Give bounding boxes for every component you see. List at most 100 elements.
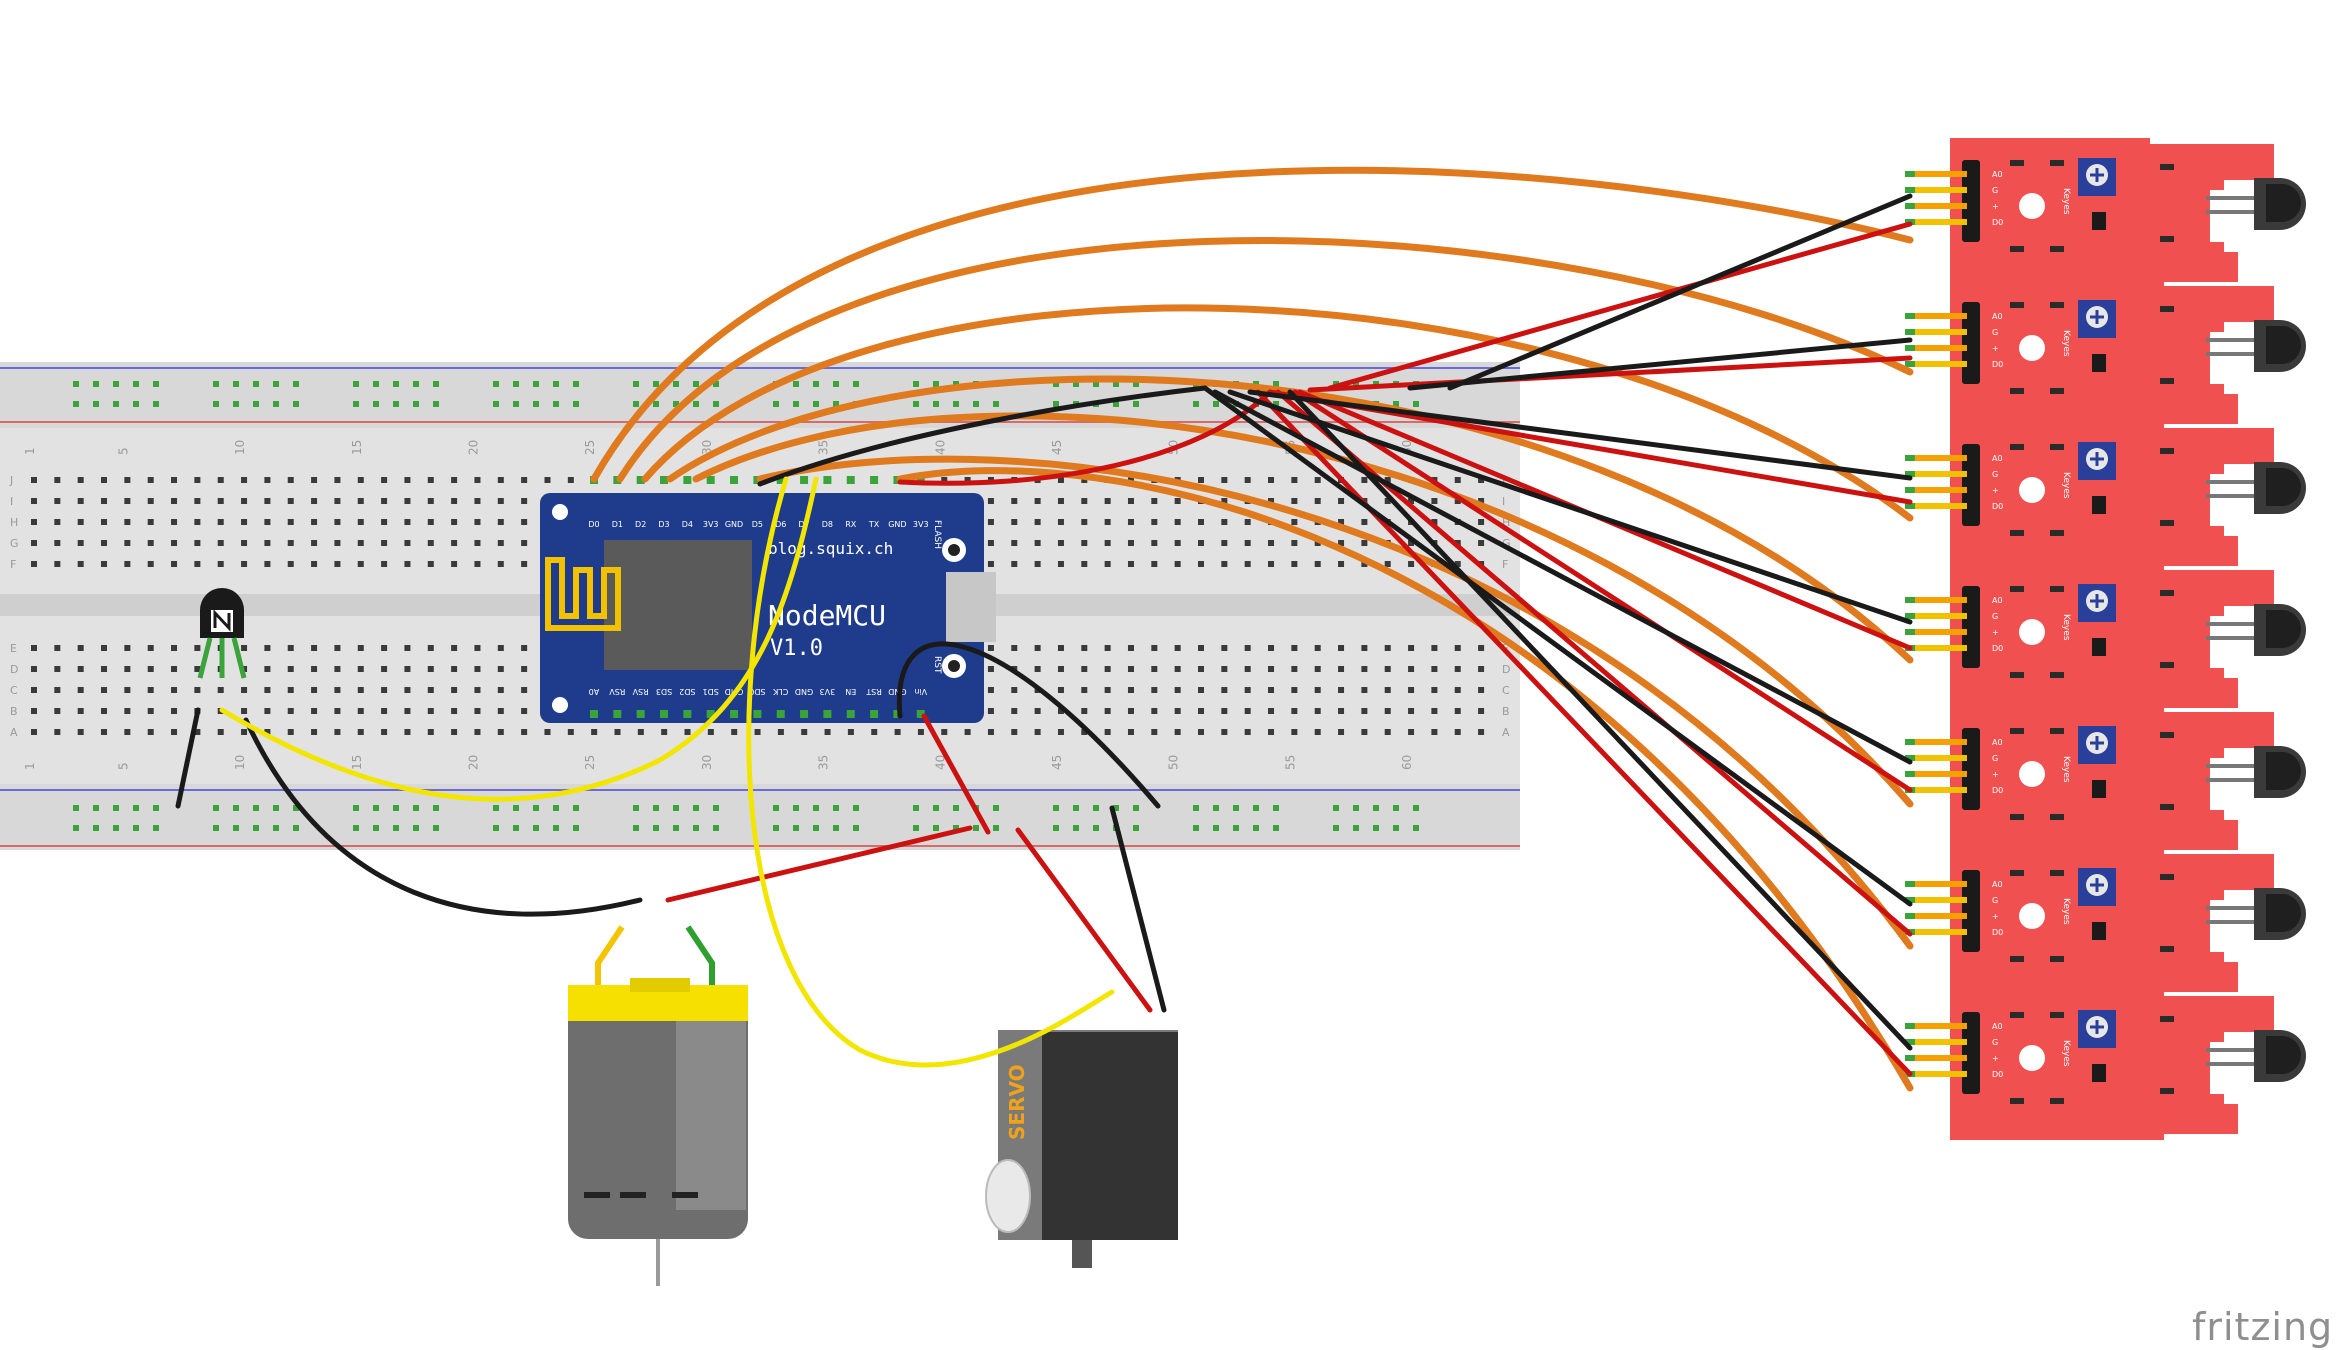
rail-hole [573, 825, 579, 831]
rail-hole [713, 381, 719, 387]
rail-hole [233, 381, 239, 387]
rail-hole [1053, 401, 1059, 407]
breadboard-hole [1011, 645, 1018, 651]
breadboard-hole [1244, 687, 1251, 693]
breadboard-hole [801, 729, 808, 735]
rail-hole [933, 381, 939, 387]
breadboard-hole [334, 561, 341, 567]
breadboard-hole [1431, 666, 1438, 672]
sensor-pin-label: D0 [1992, 1070, 2003, 1079]
breadboard-hole [31, 645, 37, 651]
breadboard-hole [287, 687, 294, 693]
breadboard-hole [1221, 645, 1228, 651]
breadboard-hole [1127, 645, 1134, 651]
rail-hole [1373, 805, 1379, 811]
breadboard-hole [77, 498, 84, 504]
breadboard-hole [1221, 519, 1228, 525]
sensor-pin-label: G [1992, 612, 1998, 621]
rail-hole [1393, 825, 1399, 831]
breadboard-hole [77, 477, 84, 483]
rail-hole [413, 401, 419, 407]
breadboard-hole [77, 519, 84, 525]
breadboard-hole [1431, 645, 1438, 651]
breadboard-hole [31, 708, 37, 714]
rail-hole [973, 401, 979, 407]
column-number-top: 25 [583, 440, 597, 455]
breadboard-hole [1431, 729, 1438, 735]
breadboard-hole [451, 540, 458, 546]
rail-hole [253, 825, 259, 831]
wire-black-10 [1109, 805, 1167, 1013]
rail-hole [1273, 401, 1279, 407]
breadboard-hole [147, 519, 154, 525]
breadboard-hole [381, 708, 388, 714]
rail-hole [1233, 825, 1239, 831]
sensor-pin-label: A0 [1992, 312, 2003, 321]
breadboard-hole [1408, 540, 1415, 546]
breadboard-hole [1198, 561, 1204, 567]
breadboard-hole [474, 687, 481, 693]
breadboard-hole [497, 729, 504, 735]
breadboard-hole [1338, 540, 1345, 546]
breadboard-hole [31, 666, 37, 672]
rail-hole [773, 825, 779, 831]
breadboard-hole [1221, 540, 1228, 546]
flame-sensor-modules: A0G+D0KeyesA0G+D0KeyesA0G+D0KeyesA0G+D0K… [1905, 138, 2306, 1140]
breadboard-hole [427, 729, 434, 735]
rail-hole [493, 381, 499, 387]
breadboard-hole [427, 645, 434, 651]
breadboard-hole [567, 477, 574, 483]
breadboard-hole [964, 729, 971, 735]
breadboard-hole [77, 561, 84, 567]
rail-hole [353, 825, 359, 831]
wire-orange-5 [692, 412, 1914, 808]
breadboard-hole [1198, 477, 1204, 483]
rail-hole [1253, 825, 1259, 831]
rail-hole [1133, 825, 1139, 831]
breadboard-hole [1244, 477, 1251, 483]
rail-hole [93, 825, 99, 831]
breadboard-hole [1104, 645, 1111, 651]
row-letter-right: H [1502, 516, 1510, 529]
rail-hole [1133, 401, 1139, 407]
breadboard-hole [147, 708, 154, 714]
rail-hole [673, 805, 679, 811]
sensor-pin [1905, 645, 1967, 651]
breadboard-hole [311, 687, 318, 693]
breadboard-hole [31, 519, 37, 525]
rail-hole [813, 401, 819, 407]
breadboard-hole [474, 477, 481, 483]
wire-black-3 [1247, 389, 1913, 481]
breadboard-hole [1127, 561, 1134, 567]
rail-hole [533, 825, 539, 831]
rail-hole [153, 825, 159, 831]
breadboard-hole [987, 708, 994, 714]
breadboard-hole [171, 540, 178, 546]
sensor-pin-label: + [1992, 1054, 1999, 1063]
wires-orange [590, 166, 1914, 1092]
breadboard-hole [1384, 561, 1391, 567]
wire-black-8 [757, 385, 1208, 487]
breadboard-hole [474, 519, 481, 525]
breadboard-hole [1338, 708, 1345, 714]
breadboard-hole [731, 729, 738, 735]
column-number-bottom: 45 [1050, 755, 1064, 770]
rail-hole [633, 825, 639, 831]
breadboard-hole [77, 540, 84, 546]
wire-orange-4 [666, 375, 1914, 664]
rail-hole [853, 805, 859, 811]
row-letter-right: B [1502, 705, 1510, 718]
breadboard-hole [147, 498, 154, 504]
breadboard-hole [847, 729, 854, 735]
pin-label-top: GND [725, 520, 743, 529]
breadboard-hole [194, 666, 201, 672]
breadboard-hole [1198, 645, 1204, 651]
breadboard-hole [194, 729, 201, 735]
rail-hole [793, 381, 799, 387]
breadboard-hole [194, 540, 201, 546]
rail-hole [533, 805, 539, 811]
breadboard-hole [357, 477, 364, 483]
breadboard-hole [707, 729, 714, 735]
column-number-top: 45 [1050, 440, 1064, 455]
